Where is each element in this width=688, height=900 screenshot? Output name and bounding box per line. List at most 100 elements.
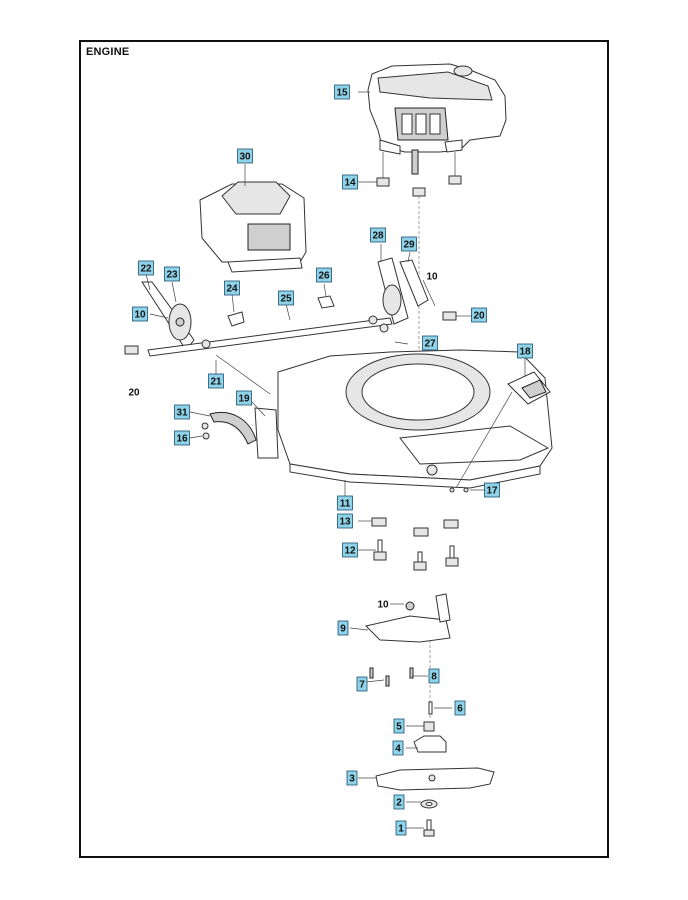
callout-number: 11 bbox=[340, 499, 351, 510]
engine bbox=[358, 63, 507, 175]
support-screws bbox=[365, 640, 431, 720]
callout-number: 9 bbox=[340, 624, 346, 635]
height-adjust-right bbox=[377, 244, 429, 325]
callout-21: 21 bbox=[208, 373, 224, 389]
callout-number: 5 bbox=[396, 722, 402, 733]
callout-number: 14 bbox=[344, 178, 356, 189]
callout-25: 25 bbox=[278, 290, 294, 306]
callout-3: 3 bbox=[346, 770, 358, 786]
callout-24: 24 bbox=[224, 280, 240, 296]
callout-number: 30 bbox=[239, 152, 251, 163]
callout-number: 29 bbox=[403, 240, 415, 251]
callout-number: 31 bbox=[176, 408, 188, 419]
callout-number: 6 bbox=[457, 704, 463, 715]
callout-23: 23 bbox=[164, 266, 180, 282]
callout-box bbox=[342, 542, 358, 558]
callout-number: 3 bbox=[349, 774, 355, 785]
callout-10: 10 bbox=[426, 272, 438, 283]
callout-19: 19 bbox=[236, 390, 252, 406]
callout-box bbox=[393, 794, 405, 810]
callout-number: 7 bbox=[359, 680, 365, 691]
blade-support bbox=[349, 593, 451, 643]
callout-box bbox=[237, 148, 253, 164]
callout-26: 26 bbox=[316, 267, 332, 283]
callout-number: 18 bbox=[519, 347, 531, 358]
mounting-plates bbox=[358, 517, 459, 537]
callout-box bbox=[484, 482, 500, 498]
callout-number: 26 bbox=[318, 271, 330, 282]
callout-10: 10 bbox=[132, 306, 148, 322]
callout-17: 17 bbox=[484, 482, 500, 498]
callout-box bbox=[337, 513, 353, 529]
height-adjust-left bbox=[141, 273, 195, 351]
callout-7: 7 bbox=[356, 676, 368, 692]
callout-number: 15 bbox=[336, 88, 348, 99]
callout-14: 14 bbox=[342, 174, 358, 190]
callout-box bbox=[346, 770, 358, 786]
callout-number: 4 bbox=[395, 744, 401, 755]
callout-box bbox=[174, 430, 190, 446]
callout-number: 16 bbox=[176, 434, 188, 445]
diagram-title: ENGINE bbox=[86, 46, 130, 58]
callout-27: 27 bbox=[422, 335, 438, 351]
callout-number: 20 bbox=[473, 311, 485, 322]
callout-box bbox=[401, 236, 417, 252]
callout-16: 16 bbox=[174, 430, 190, 446]
blade-hub bbox=[406, 701, 452, 753]
height-indicator-scale bbox=[189, 411, 257, 445]
callout-22: 22 bbox=[138, 260, 154, 276]
mower-deck bbox=[215, 341, 553, 496]
callout-9: 9 bbox=[337, 620, 349, 636]
callout-2: 2 bbox=[393, 794, 405, 810]
callout-number: 13 bbox=[339, 517, 351, 528]
callout-box bbox=[164, 266, 180, 282]
callout-number: 21 bbox=[210, 377, 222, 388]
callout-box bbox=[138, 260, 154, 276]
callout-box bbox=[278, 290, 294, 306]
callout-box bbox=[337, 495, 353, 511]
callout-6: 6 bbox=[454, 700, 466, 716]
deck-bolts bbox=[358, 539, 459, 571]
callout-box bbox=[236, 390, 252, 406]
callout-box bbox=[454, 700, 466, 716]
callout-number: 24 bbox=[226, 284, 238, 295]
callout-box bbox=[392, 740, 404, 756]
callout-box bbox=[395, 820, 407, 836]
callout-31: 31 bbox=[174, 404, 190, 420]
callout-box bbox=[174, 404, 190, 420]
callout-box bbox=[337, 620, 349, 636]
callout-number: 2 bbox=[396, 798, 402, 809]
callout-20: 20 bbox=[471, 307, 487, 323]
callout-number: 10 bbox=[377, 600, 389, 611]
callout-number: 10 bbox=[134, 310, 146, 321]
callout-29: 29 bbox=[401, 236, 417, 252]
axle-clips bbox=[227, 283, 335, 327]
callout-box bbox=[428, 668, 440, 684]
callout-box bbox=[393, 718, 405, 734]
callout-11: 11 bbox=[337, 495, 353, 511]
callout-box bbox=[370, 227, 386, 243]
callout-number: 12 bbox=[344, 546, 356, 557]
callout-number: 8 bbox=[431, 672, 437, 683]
diagram-frame bbox=[79, 40, 609, 858]
grass-catcher-cover bbox=[199, 164, 307, 273]
callout-1: 1 bbox=[395, 820, 407, 836]
callout-18: 18 bbox=[517, 343, 533, 359]
callout-box bbox=[517, 343, 533, 359]
callout-28: 28 bbox=[370, 227, 386, 243]
callout-4: 4 bbox=[392, 740, 404, 756]
callout-box bbox=[342, 174, 358, 190]
callout-number: 27 bbox=[424, 339, 436, 350]
callout-number: 10 bbox=[426, 272, 438, 283]
callout-box bbox=[422, 335, 438, 351]
callout-box bbox=[334, 84, 350, 100]
callout-box bbox=[208, 373, 224, 389]
cutting-blade bbox=[358, 767, 495, 791]
callout-number: 22 bbox=[140, 264, 152, 275]
callout-8: 8 bbox=[428, 668, 440, 684]
callout-10: 10 bbox=[377, 600, 389, 611]
callout-number: 1 bbox=[398, 824, 404, 835]
callout-number: 23 bbox=[166, 270, 178, 281]
